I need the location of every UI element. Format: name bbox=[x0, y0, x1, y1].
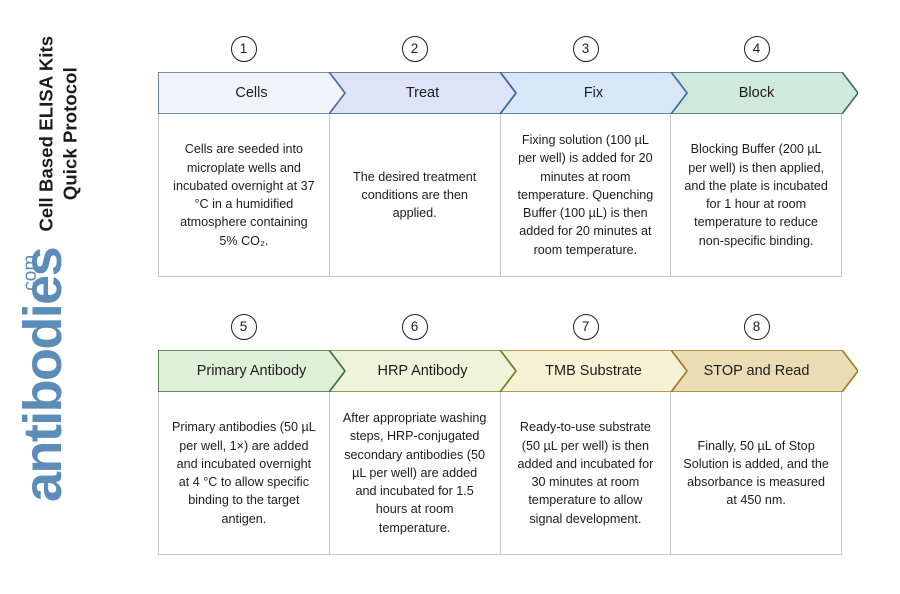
step-label-1: Cells bbox=[235, 85, 268, 101]
protocol-row-1: 1 2 3 4 Cells Treat Fix Block Cells are seeded… bbox=[158, 36, 858, 277]
protocol-row-2: 5 6 7 8 Primary Antibody HRP Antibody TMB Sub… bbox=[158, 314, 858, 555]
step-label-6: HRP Antibody bbox=[377, 363, 468, 379]
step-description-cell-1: Cells are seeded into microplate wells a… bbox=[159, 114, 330, 276]
step-label-4: Block bbox=[738, 85, 775, 101]
logo-tld: .com bbox=[20, 254, 41, 296]
chevron-shape bbox=[158, 72, 345, 114]
step-label-2: Treat bbox=[405, 85, 440, 101]
step-description-6: After appropriate washing steps, HRP-con… bbox=[342, 411, 487, 535]
step-description-cell-8: Finally, 50 µL of Stop Solution is added… bbox=[671, 392, 841, 554]
step-label-7: TMB Substrate bbox=[545, 363, 642, 379]
step-chevron-5[interactable]: Primary Antibody bbox=[158, 350, 345, 392]
step-label-5: Primary Antibody bbox=[196, 363, 307, 379]
step-chevron-4[interactable]: Block bbox=[671, 72, 858, 114]
step-number-7: 7 bbox=[572, 314, 599, 340]
description-strip: Cells are seeded into microplate wells a… bbox=[158, 114, 842, 277]
chevron-shape bbox=[671, 350, 858, 392]
step-description-2: The desired treatment conditions are the… bbox=[353, 169, 477, 221]
step-description-4: Blocking Buffer (200 µL per well) is the… bbox=[684, 142, 828, 248]
step-number-strip: 1 2 3 4 bbox=[158, 36, 842, 72]
step-chevron-3[interactable]: Fix bbox=[500, 72, 687, 114]
step-number-strip: 5 6 7 8 bbox=[158, 314, 842, 350]
step-number-3: 3 bbox=[572, 36, 599, 62]
step-description-cell-4: Blocking Buffer (200 µL per well) is the… bbox=[671, 114, 841, 276]
step-description-7: Ready-to-use substrate (50 µL per well) … bbox=[517, 420, 654, 526]
step-description-3: Fixing solution (100 µL per well) is add… bbox=[517, 133, 654, 257]
chevron-shape bbox=[671, 72, 858, 114]
step-number-1: 1 bbox=[230, 36, 257, 62]
branding-column: Cell Based ELISA Kits Quick Protocol ant… bbox=[0, 0, 150, 594]
step-chevron-6[interactable]: HRP Antibody bbox=[329, 350, 516, 392]
step-number-8: 8 bbox=[743, 314, 770, 340]
step-chevron-2[interactable]: Treat bbox=[329, 72, 516, 114]
antibodies-logo: antibodies .com bbox=[6, 242, 126, 502]
description-strip: Primary antibodies (50 µL per well, 1×) … bbox=[158, 392, 842, 555]
step-number-4: 4 bbox=[743, 36, 770, 62]
chevron-shape bbox=[500, 350, 687, 392]
step-description-8: Finally, 50 µL of Stop Solution is added… bbox=[683, 438, 829, 508]
step-description-cell-5: Primary antibodies (50 µL per well, 1×) … bbox=[159, 392, 330, 554]
step-description-cell-2: The desired treatment conditions are the… bbox=[330, 114, 501, 276]
step-number-2: 2 bbox=[401, 36, 428, 62]
chevron-shape bbox=[329, 72, 516, 114]
step-description-5: Primary antibodies (50 µL per well, 1×) … bbox=[171, 420, 316, 526]
step-chevron-1[interactable]: Cells bbox=[158, 72, 345, 114]
step-description-cell-3: Fixing solution (100 µL per well) is add… bbox=[501, 114, 672, 276]
step-number-5: 5 bbox=[230, 314, 257, 340]
step-label-8: STOP and Read bbox=[703, 363, 810, 379]
step-description-cell-7: Ready-to-use substrate (50 µL per well) … bbox=[501, 392, 672, 554]
chevron-shape bbox=[158, 350, 345, 392]
chevron-strip: Cells Treat Fix Block bbox=[158, 72, 858, 114]
step-chevron-7[interactable]: TMB Substrate bbox=[500, 350, 687, 392]
step-number-6: 6 bbox=[401, 314, 428, 340]
step-label-3: Fix bbox=[583, 85, 604, 101]
chevron-strip: Primary Antibody HRP Antibody TMB Substrat… bbox=[158, 350, 858, 392]
step-chevron-8[interactable]: STOP and Read bbox=[671, 350, 858, 392]
step-description-cell-6: After appropriate washing steps, HRP-con… bbox=[330, 392, 501, 554]
chevron-shape bbox=[500, 72, 687, 114]
step-description-1: Cells are seeded into microplate wells a… bbox=[173, 142, 315, 248]
chevron-shape bbox=[329, 350, 516, 392]
